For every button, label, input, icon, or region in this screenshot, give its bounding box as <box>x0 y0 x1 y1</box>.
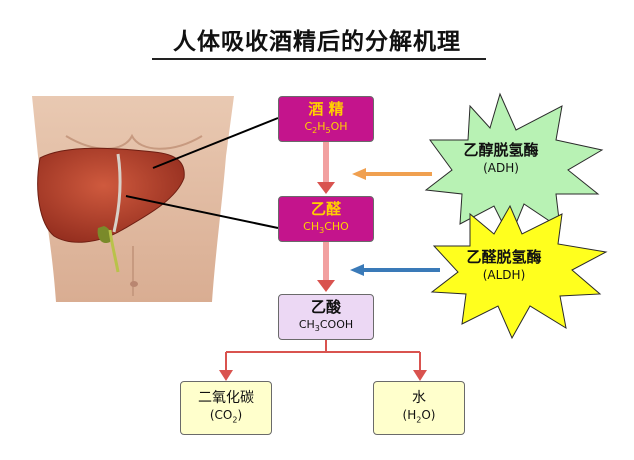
adh-arrow <box>352 168 432 180</box>
co2-formula: (CO2) <box>210 408 242 427</box>
flow-arrow-ethanol-to-acetaldehyde <box>317 142 335 194</box>
aldh-label: 乙醛脱氢酶 (ALDH) <box>448 247 560 283</box>
ethanol-name: 酒 精 <box>308 100 343 119</box>
aldh-name: 乙醛脱氢酶 <box>448 247 560 267</box>
liver-pointer-line-acetaldehyde <box>126 196 278 228</box>
acetaldehyde-name: 乙醛 <box>311 200 341 219</box>
flow-arrow-acetaldehyde-to-acetic <box>317 242 335 292</box>
adh-abbr: (ADH) <box>446 160 556 176</box>
acetic-acid-name: 乙酸 <box>311 298 341 317</box>
water-formula: (H2O) <box>403 408 436 427</box>
branch-arrows <box>219 340 427 381</box>
co2-name: 二氧化碳 <box>198 389 254 408</box>
adh-label: 乙醇脱氢酶 (ADH) <box>446 140 556 176</box>
water-name: 水 <box>412 389 426 408</box>
ethanol-formula: C2H5OH <box>304 119 347 138</box>
acetaldehyde-box: 乙醛 CH3CHO <box>278 196 374 242</box>
acetaldehyde-formula: CH3CHO <box>303 219 349 238</box>
aldh-abbr: (ALDH) <box>448 267 560 283</box>
water-box: 水 (H2O) <box>373 381 465 435</box>
co2-box: 二氧化碳 (CO2) <box>180 381 272 435</box>
liver-pointer-line-ethanol <box>153 118 278 168</box>
acetic-acid-box: 乙酸 CH3COOH <box>278 294 374 340</box>
ethanol-box: 酒 精 C2H5OH <box>278 96 374 142</box>
aldh-arrow <box>350 264 440 276</box>
adh-name: 乙醇脱氢酶 <box>446 140 556 160</box>
acetic-acid-formula: CH3COOH <box>299 317 353 336</box>
